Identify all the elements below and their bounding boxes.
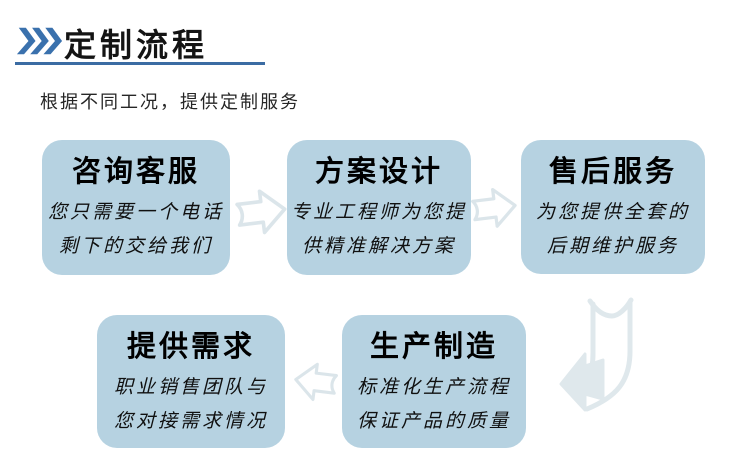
step-card-solution-design: 方案设计 专业工程师为您提 供精准解决方案 xyxy=(287,140,471,275)
arrow-left-icon xyxy=(294,362,338,402)
step-title: 咨询客服 xyxy=(71,156,200,188)
triple-chevron-icon xyxy=(17,27,63,55)
step-desc-line: 剩下的交给我们 xyxy=(58,236,213,257)
step-title: 提供需求 xyxy=(126,331,255,363)
step-desc-line: 标准化生产流程 xyxy=(356,377,511,398)
step-card-provide-requirements: 提供需求 职业销售团队与 您对接需求情况 xyxy=(97,315,285,448)
step-title: 生产制造 xyxy=(369,331,498,363)
step-desc-line: 后期维护服务 xyxy=(546,236,679,257)
page-title: 定制流程 xyxy=(64,27,209,63)
step-title: 方案设计 xyxy=(314,156,443,188)
step-desc-line: 供精准解决方案 xyxy=(301,236,456,257)
step-card-consult: 咨询客服 您只需要一个电话 剩下的交给我们 xyxy=(42,140,230,275)
arrow-right-icon xyxy=(471,187,517,228)
step-desc-line: 为您提供全套的 xyxy=(535,202,690,223)
arrow-bend-down-left-icon xyxy=(559,297,634,412)
arrow-right-icon xyxy=(235,189,287,235)
title-underline xyxy=(15,62,265,65)
step-card-after-sales: 售后服务 为您提供全套的 后期维护服务 xyxy=(521,140,705,274)
step-desc-line: 您对接需求情况 xyxy=(113,411,268,432)
step-title: 售后服务 xyxy=(548,156,677,188)
step-desc-line: 职业销售团队与 xyxy=(113,377,268,398)
intro-text: 根据不同工况，提供定制服务 xyxy=(40,92,300,112)
step-desc-line: 您只需要一个电话 xyxy=(47,202,224,223)
step-card-manufacturing: 生产制造 标准化生产流程 保证产品的质量 xyxy=(342,315,526,448)
step-desc-line: 保证产品的质量 xyxy=(356,411,511,432)
step-desc-line: 专业工程师为您提 xyxy=(290,202,467,223)
